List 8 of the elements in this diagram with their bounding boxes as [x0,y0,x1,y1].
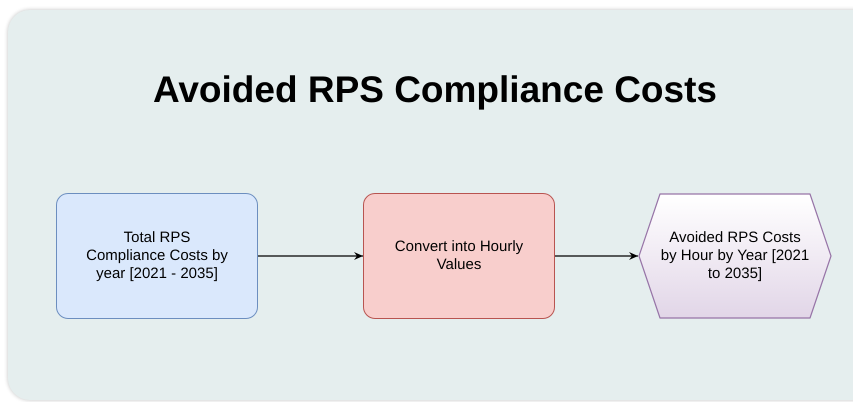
node-label: Total RPS Compliance Costs by year [2021 - 2035] [85,229,229,283]
node-label: Avoided RPS Costs by Hour by Year [2021 to 2035] [660,229,810,283]
arrow [555,252,638,260]
process-box [56,193,258,319]
arrow [258,252,363,260]
process-box [363,193,555,319]
node-label: Convert into Hourly Values [394,238,524,274]
diagram-title: Avoided RPS Compliance Costs [152,68,718,112]
